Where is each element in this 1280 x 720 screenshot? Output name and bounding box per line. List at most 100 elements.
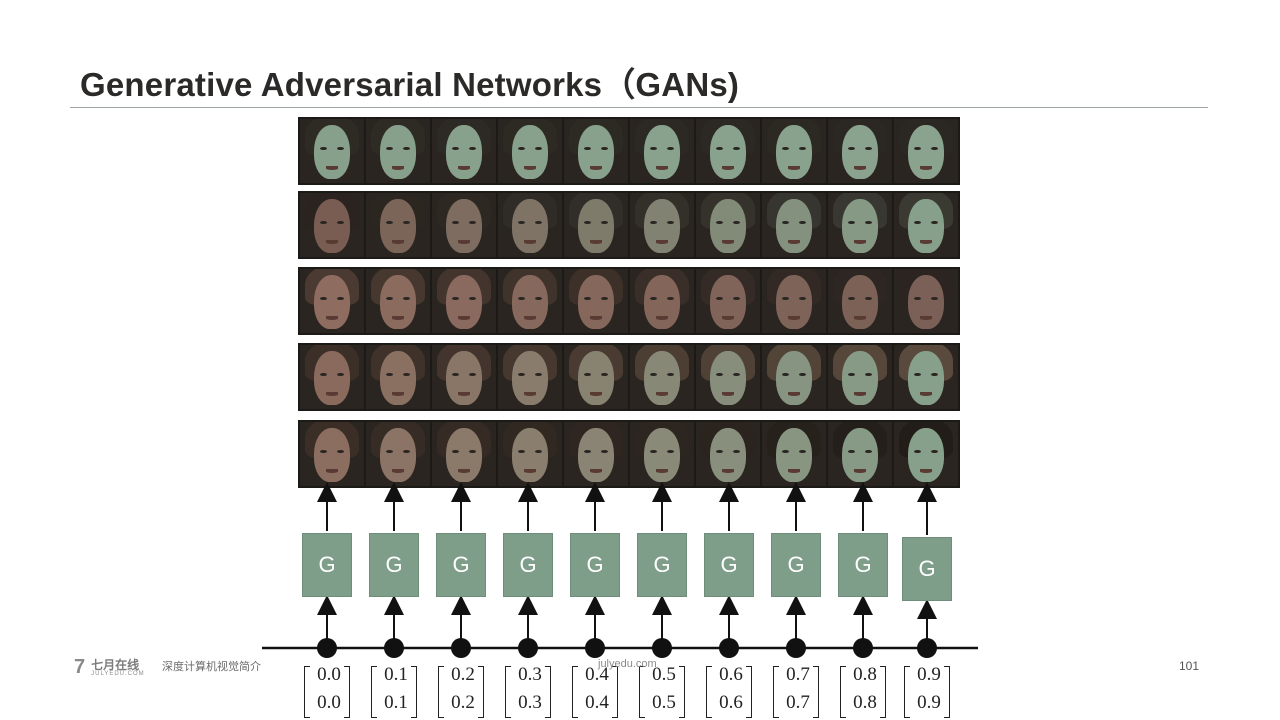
latent-vector-top: 0.5 bbox=[652, 664, 676, 685]
latent-point-node bbox=[585, 638, 605, 658]
latent-vector-top: 0.9 bbox=[917, 664, 941, 685]
face-row-1 bbox=[298, 117, 960, 185]
footer-logo-cn: 七月在线 bbox=[91, 657, 140, 672]
latent-vector-top: 0.4 bbox=[585, 664, 609, 685]
generated-face-image bbox=[432, 193, 496, 257]
generated-face-image bbox=[894, 345, 958, 409]
generated-face-image bbox=[300, 345, 364, 409]
bracket-left bbox=[304, 666, 310, 718]
bracket-left bbox=[639, 666, 645, 718]
latent-vector-bottom: 0.5 bbox=[652, 692, 676, 713]
latent-point-node bbox=[451, 638, 471, 658]
generator-box: G bbox=[704, 533, 754, 597]
generated-face-image bbox=[630, 119, 694, 183]
generated-face-image bbox=[828, 119, 892, 183]
generated-face-image bbox=[564, 269, 628, 333]
bracket-left bbox=[706, 666, 712, 718]
footer-logo-en: JULYEDU.COM bbox=[91, 670, 145, 677]
generated-face-image bbox=[696, 119, 760, 183]
bracket-right bbox=[411, 666, 417, 718]
face-row-3 bbox=[298, 267, 960, 335]
latent-vector-bottom: 0.4 bbox=[585, 692, 609, 713]
generated-face-image bbox=[366, 269, 430, 333]
generated-face-image bbox=[498, 269, 562, 333]
bracket-right bbox=[944, 666, 950, 718]
latent-vector-top: 0.3 bbox=[518, 664, 542, 685]
bracket-right bbox=[679, 666, 685, 718]
generator-box: G bbox=[570, 533, 620, 597]
latent-vector-bottom: 0.7 bbox=[786, 692, 810, 713]
latent-vector-bottom: 0.0 bbox=[317, 692, 341, 713]
bracket-right bbox=[813, 666, 819, 718]
bracket-right bbox=[880, 666, 886, 718]
generated-face-image bbox=[630, 269, 694, 333]
generated-face-image bbox=[366, 422, 430, 486]
latent-vector-bottom: 0.3 bbox=[518, 692, 542, 713]
generated-face-image bbox=[564, 345, 628, 409]
generator-box: G bbox=[503, 533, 553, 597]
latent-vector-top: 0.1 bbox=[384, 664, 408, 685]
generator-box: G bbox=[369, 533, 419, 597]
generated-face-image bbox=[630, 345, 694, 409]
generated-face-image bbox=[762, 345, 826, 409]
generated-face-image bbox=[432, 422, 496, 486]
bracket-left bbox=[904, 666, 910, 718]
latent-point-node bbox=[518, 638, 538, 658]
latent-vector-top: 0.7 bbox=[786, 664, 810, 685]
generator-box: G bbox=[637, 533, 687, 597]
title-divider bbox=[70, 107, 1208, 108]
generator-box: G bbox=[771, 533, 821, 597]
latent-point-node bbox=[786, 638, 806, 658]
latent-vector-bottom: 0.8 bbox=[853, 692, 877, 713]
bracket-right bbox=[612, 666, 618, 718]
face-row-2 bbox=[298, 191, 960, 259]
generator-box: G bbox=[902, 537, 952, 601]
generator-box: G bbox=[838, 533, 888, 597]
generated-face-image bbox=[564, 193, 628, 257]
bracket-right bbox=[478, 666, 484, 718]
latent-vector-top: 0.8 bbox=[853, 664, 877, 685]
generated-face-image bbox=[762, 119, 826, 183]
generated-face-image bbox=[564, 119, 628, 183]
generated-face-image bbox=[366, 345, 430, 409]
footer-course-name: 深度计算机视觉简介 bbox=[162, 661, 261, 673]
latent-vector-top: 0.0 bbox=[317, 664, 341, 685]
latent-vector-top: 0.2 bbox=[451, 664, 475, 685]
generated-face-image bbox=[828, 193, 892, 257]
generated-face-image bbox=[762, 193, 826, 257]
face-row-5 bbox=[298, 420, 960, 488]
bracket-left bbox=[371, 666, 377, 718]
generated-face-image bbox=[696, 269, 760, 333]
generated-face-image bbox=[300, 119, 364, 183]
bracket-left bbox=[438, 666, 444, 718]
latent-point-node bbox=[719, 638, 739, 658]
generated-face-image bbox=[828, 269, 892, 333]
generated-face-image bbox=[762, 422, 826, 486]
generated-face-image bbox=[762, 269, 826, 333]
generated-face-image bbox=[696, 345, 760, 409]
latent-vector-bottom: 0.1 bbox=[384, 692, 408, 713]
slide-title: Generative Adversarial Networks（GANs) bbox=[80, 66, 740, 103]
generated-face-image bbox=[696, 193, 760, 257]
generated-face-image bbox=[498, 119, 562, 183]
latent-vector-bottom: 0.9 bbox=[917, 692, 941, 713]
generated-face-image bbox=[432, 345, 496, 409]
generated-face-image bbox=[300, 422, 364, 486]
bracket-right bbox=[344, 666, 350, 718]
generated-face-image bbox=[498, 345, 562, 409]
bracket-left bbox=[840, 666, 846, 718]
latent-vector-top: 0.6 bbox=[719, 664, 743, 685]
generated-face-image bbox=[894, 119, 958, 183]
bracket-right bbox=[746, 666, 752, 718]
generated-face-image bbox=[366, 193, 430, 257]
latent-vector-bottom: 0.6 bbox=[719, 692, 743, 713]
generated-face-image bbox=[432, 119, 496, 183]
